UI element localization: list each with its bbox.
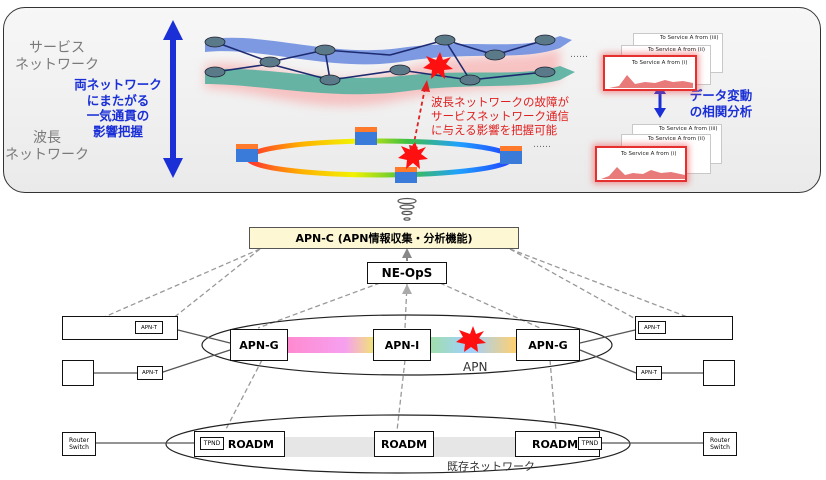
wavelength-ring — [236, 127, 522, 183]
fault-impact-text: 波長ネットワークの故障が サービスネットワーク通信 に与える影響を把握可能 — [431, 95, 569, 137]
roadm-right[interactable]: ROADM — [515, 431, 600, 457]
right-device-bottom[interactable] — [703, 360, 735, 386]
wavelength-network-label: 波長 ネットワーク — [5, 130, 89, 163]
signal-waves-icon — [397, 197, 417, 221]
cross-network-text: 両ネットワーク にまたがる 一気通貫の 影響把握 — [74, 77, 162, 139]
apn-t-left[interactable]: APN-T — [137, 366, 163, 380]
apn-label: APN — [463, 360, 488, 374]
ellipsis-bottom: …… — [533, 140, 551, 150]
ne-ops-box[interactable]: NE-OpS — [367, 262, 447, 284]
router-switch-left[interactable]: Router Switch — [62, 432, 96, 456]
left-device-top[interactable] — [62, 316, 178, 340]
chart-card-highlighted: To Service A from (i) — [595, 146, 687, 182]
roadm-ellipse — [165, 414, 631, 474]
fault-star-icon — [423, 52, 453, 79]
apn-t-right[interactable]: APN-T — [636, 366, 662, 380]
router-switch-right[interactable]: Router Switch — [703, 432, 737, 456]
fault-star-icon — [456, 326, 486, 352]
chart-card-highlighted: To Service A from (i) — [603, 55, 697, 91]
tpnd-left: TPND — [200, 437, 224, 450]
apn-ellipse — [201, 314, 613, 376]
service-network-label: サービス ネットワーク — [15, 40, 99, 73]
fault-star-icon — [398, 142, 428, 169]
apn-i[interactable]: APN-I — [373, 329, 431, 361]
correlation-text: データ変動 の相関分析 — [689, 88, 753, 119]
apn-t-tag: APN-T — [638, 321, 666, 334]
left-device-bottom[interactable] — [62, 360, 94, 386]
tpnd-right: TPND — [578, 437, 602, 450]
apn-c-box[interactable]: APN-C (APN情報収集・分析機能) — [249, 227, 519, 249]
apn-g-left[interactable]: APN-G — [230, 329, 288, 361]
ellipsis-top: …… — [570, 50, 588, 60]
existing-network-label: 既存ネットワーク — [447, 460, 535, 473]
apn-t-tag: APN-T — [135, 321, 163, 334]
roadm-middle[interactable]: ROADM — [374, 431, 434, 457]
vertical-double-arrow — [163, 20, 183, 178]
top-illustration — [163, 20, 666, 221]
service-network-diagram — [204, 34, 575, 107]
apn-g-right[interactable]: APN-G — [516, 329, 580, 361]
